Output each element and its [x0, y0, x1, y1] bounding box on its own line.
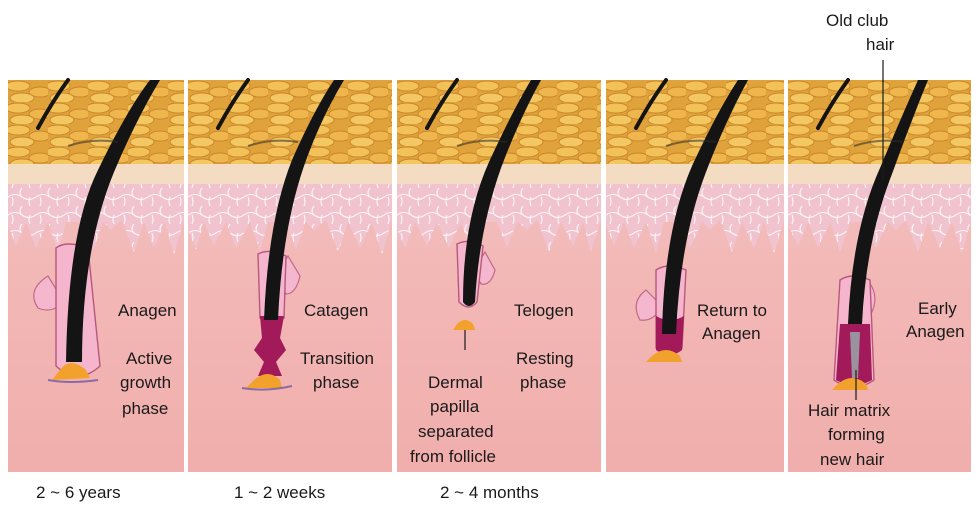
return-to-anagen-label-line-2: Anagen	[702, 323, 761, 344]
hair-matrix-callout-line-1: Hair matrix	[808, 400, 890, 421]
anagen-duration: 2 ~ 6 years	[36, 482, 121, 503]
anagen-description-line-1: Active	[126, 348, 172, 369]
dermal-papilla-callout-line-1: Dermal	[428, 372, 483, 393]
catagen-description-line-2: phase	[313, 372, 359, 393]
telogen-description-line-2: phase	[520, 372, 566, 393]
panel-telogen	[397, 80, 601, 472]
anagen-description-line-2: growth	[120, 372, 171, 393]
dermal-papilla-callout-line-4: from follicle	[410, 446, 496, 467]
hair-matrix-callout-line-3: new hair	[820, 449, 884, 470]
dermal-papilla-callout-line-3: separated	[418, 421, 494, 442]
old-club-hair-callout-line-2: hair	[866, 34, 894, 55]
phase-label-anagen: Anagen	[118, 300, 177, 321]
old-club-hair-callout-line-1: Old club	[826, 10, 888, 31]
hair-matrix-callout-line-2: forming	[828, 424, 885, 445]
dermal-papilla-callout-line-2: papilla	[430, 396, 479, 417]
telogen-duration: 2 ~ 4 months	[440, 482, 539, 503]
catagen-description-line-1: Transition	[300, 348, 374, 369]
phase-label-catagen: Catagen	[304, 300, 368, 321]
catagen-duration: 1 ~ 2 weeks	[234, 482, 325, 503]
anagen-description-line-3: phase	[122, 398, 168, 419]
early-anagen-label-line-1: Early	[918, 298, 957, 319]
return-to-anagen-label-line-1: Return to	[697, 300, 767, 321]
early-anagen-label-line-2: Anagen	[906, 321, 965, 342]
panel-return-to-anagen	[606, 80, 784, 472]
phase-label-telogen: Telogen	[514, 300, 574, 321]
telogen-description-line-1: Resting	[516, 348, 574, 369]
panel-catagen	[188, 80, 392, 472]
